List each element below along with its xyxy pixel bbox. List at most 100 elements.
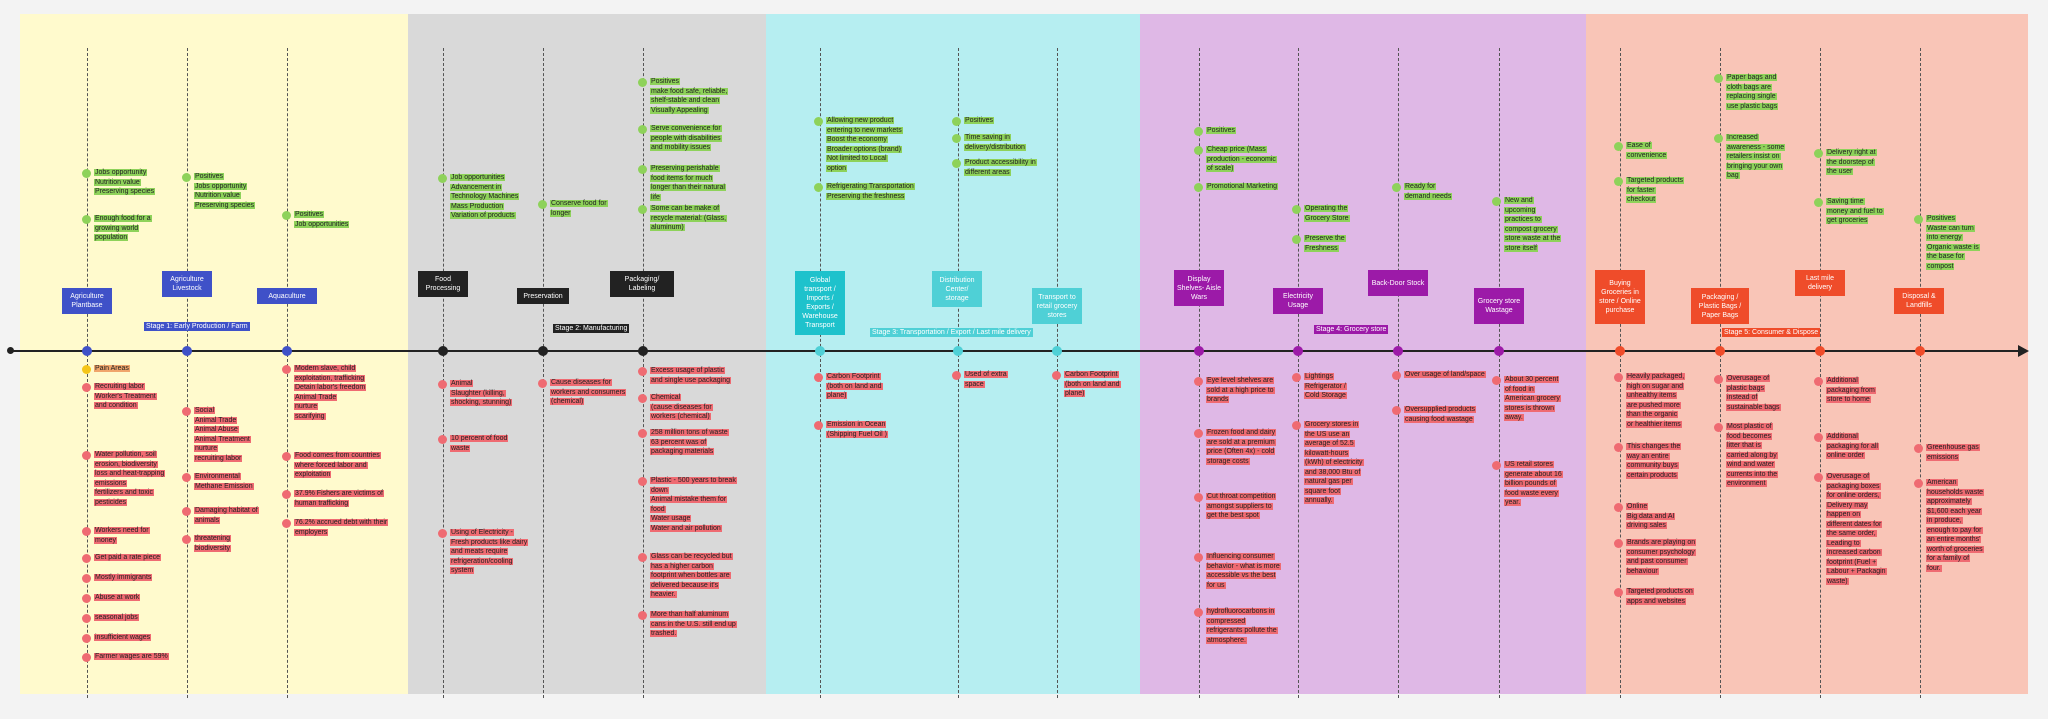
pain-note: Targeted products on apps and websites: [1626, 588, 1694, 605]
positive-note: Positives: [1206, 127, 1237, 134]
pain-note: Overusage of plastic bags instead of sus…: [1726, 375, 1781, 411]
positive-marker-icon: [1194, 146, 1203, 155]
positive-marker-icon: [538, 200, 547, 209]
timeline-node: [1393, 346, 1403, 356]
step-disposal-landfills: Disposal & Landfills: [1894, 288, 1944, 314]
pain-marker-icon: [1292, 421, 1301, 430]
positive-marker-icon: [638, 125, 647, 134]
positive-note: Operating the Grocery Store: [1304, 205, 1350, 222]
positive-note: Cheap price (Mass production - economic …: [1206, 146, 1277, 172]
pain-note: This changes the way an entire community…: [1626, 443, 1682, 479]
pain-note: Lightings Refrigerator / Cold Storage: [1304, 373, 1347, 399]
pain-marker-icon: [82, 634, 91, 643]
pain-note: Grocery stores in the US use an average …: [1304, 421, 1364, 504]
pain-marker-icon: [282, 452, 291, 461]
pain-note: hydrofluorocarbons in compressed refrige…: [1206, 608, 1278, 644]
positive-marker-icon: [1194, 127, 1203, 136]
pain-marker-icon: [1614, 503, 1623, 512]
positive-marker-icon: [638, 165, 647, 174]
stage-label-1: Stage 1: Early Production / Farm: [144, 322, 250, 331]
pain-note: Frozen food and dairy are sold at a prem…: [1206, 429, 1277, 465]
pain-marker-icon: [1392, 371, 1401, 380]
pain-marker-icon: [1614, 588, 1623, 597]
stage-5-zone: [1586, 14, 2028, 694]
pain-note: Abuse at work: [94, 594, 141, 601]
pain-note: Modern slave, child exploitation, traffi…: [294, 365, 367, 420]
timeline-node: [815, 346, 825, 356]
step-aquaculture: Aquaculture: [257, 288, 317, 304]
step-preservation: Preservation: [517, 288, 569, 304]
pain-marker-icon: [438, 435, 447, 444]
pain-note: insufficient wages: [94, 634, 152, 641]
positive-note: Promotional Marketing: [1206, 183, 1279, 190]
positive-marker-icon: [1914, 215, 1923, 224]
column-guide-line: [187, 48, 188, 698]
positive-note: Refrigerating Transportation Preserving …: [826, 183, 915, 200]
column-guide-line: [443, 48, 444, 698]
positive-note: Some can be make of recycle material: (G…: [650, 205, 728, 231]
pain-marker-icon: [82, 527, 91, 536]
pain-note: Overusage of packaging boxes for online …: [1826, 473, 1887, 585]
timeline-node: [282, 346, 292, 356]
step-global-transport: Global transport / Imports / Exports / W…: [795, 271, 845, 335]
pain-note: 258 million tons of waste 63 percent was…: [650, 429, 729, 455]
positive-marker-icon: [1814, 149, 1823, 158]
timeline-node: [1293, 346, 1303, 356]
pain-marker-icon: [1714, 423, 1723, 432]
positive-marker-icon: [952, 134, 961, 143]
positive-marker-icon: [638, 78, 647, 87]
pain-marker-icon: [1714, 375, 1723, 384]
positive-marker-icon: [1814, 198, 1823, 207]
stage-label-5: Stage 5: Consumer & Dispose: [1722, 328, 1821, 337]
pain-marker-icon: [182, 507, 191, 516]
positive-marker-icon: [1292, 235, 1301, 244]
pain-note: Additional packaging from store to home: [1826, 377, 1876, 403]
positive-marker-icon: [814, 117, 823, 126]
pain-marker-icon: [282, 365, 291, 374]
timeline-axis: [10, 350, 2022, 352]
pain-marker-icon: [82, 383, 91, 392]
timeline-node: [1494, 346, 1504, 356]
pain-marker-icon: [1194, 429, 1203, 438]
pain-marker-icon: [82, 451, 91, 460]
pain-note: Using of Electricity - Fresh products li…: [450, 529, 529, 574]
pain-note: Most plastic of food becomes litter that…: [1726, 423, 1779, 487]
pain-marker-icon: [638, 367, 647, 376]
pain-marker-icon: [438, 529, 447, 538]
step-back-door-stock: Back-Door Stock: [1368, 270, 1428, 296]
pain-note: Carbon Footprint (both on land and plane…: [826, 373, 883, 399]
positive-note: Delivery right at the doorstep of the us…: [1826, 149, 1877, 175]
pain-marker-icon: [82, 365, 91, 374]
pain-marker-icon: [1194, 493, 1203, 502]
positive-note: New and upcoming practices to compost gr…: [1504, 197, 1562, 252]
timeline-node: [438, 346, 448, 356]
pain-marker-icon: [814, 421, 823, 430]
positive-marker-icon: [638, 205, 647, 214]
pain-note: Animal Slaughter (killing, shocking, stu…: [450, 380, 513, 406]
pain-note: Environmental Methane Emission: [194, 473, 254, 490]
timeline-arrow-icon: [2018, 345, 2029, 357]
pain-note: Excess usage of plastic and single use p…: [650, 367, 732, 384]
pain-marker-icon: [82, 653, 91, 662]
pain-note: Greenhouse gas emissions: [1926, 444, 1980, 461]
pain-note: Heavily packaged, high on sugar and unhe…: [1626, 373, 1686, 428]
positive-marker-icon: [1492, 197, 1501, 206]
pain-marker-icon: [1614, 443, 1623, 452]
pain-note: Plastic - 500 years to break down Animal…: [650, 477, 737, 532]
pain-marker-icon: [182, 407, 191, 416]
pain-note: threatening biodiversity: [194, 535, 232, 552]
pain-marker-icon: [1194, 608, 1203, 617]
pain-marker-icon: [638, 394, 647, 403]
pain-marker-icon: [538, 379, 547, 388]
pain-note: Food comes from countries where forced l…: [294, 452, 381, 478]
pain-note: Workers need for money: [94, 527, 150, 544]
pain-marker-icon: [182, 473, 191, 482]
pain-marker-icon: [1492, 461, 1501, 470]
positive-note: Ease of convenience: [1626, 142, 1668, 159]
positive-note: Product accessibility in different areas: [964, 159, 1037, 176]
positive-marker-icon: [1714, 134, 1723, 143]
pain-marker-icon: [638, 553, 647, 562]
pain-marker-icon: [1492, 376, 1501, 385]
stage-4-zone: [1140, 14, 1586, 694]
positive-note: Positives make food safe, reliable, shel…: [650, 78, 729, 114]
